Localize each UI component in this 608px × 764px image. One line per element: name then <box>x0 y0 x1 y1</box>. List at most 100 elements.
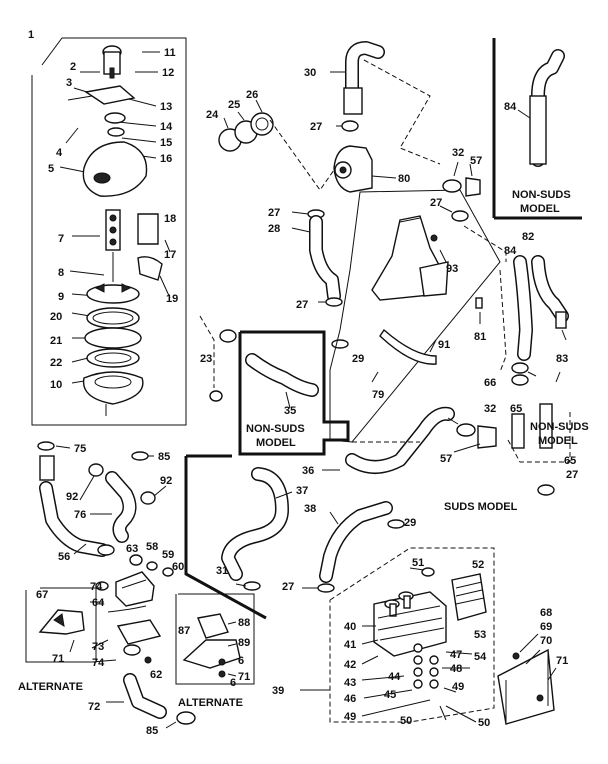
pump-assembly-frame <box>31 37 187 426</box>
part-label-39: 39 <box>272 685 284 697</box>
part-label-37: 37 <box>296 485 308 497</box>
part-label-17: 17 <box>164 249 176 261</box>
part-label-22: 22 <box>50 357 62 369</box>
part-label-49b: 49 <box>452 681 464 693</box>
part-label-72: 72 <box>88 701 100 713</box>
part-label-51: 51 <box>412 557 424 569</box>
part-label-84b: 84 <box>504 245 517 257</box>
non-suds-right-label-1: NON-SUDS <box>530 421 589 433</box>
part-label-76: 76 <box>74 509 86 521</box>
part-label-47: 47 <box>450 649 462 661</box>
part-label-2: 2 <box>70 61 76 73</box>
part-label-79: 79 <box>372 389 384 401</box>
part-label-36: 36 <box>302 465 314 477</box>
part-label-20: 20 <box>50 311 62 323</box>
non-suds-mid-label-1: NON-SUDS <box>246 423 305 435</box>
part-label-63: 63 <box>126 543 138 555</box>
part-label-88: 88 <box>238 617 250 629</box>
part-label-10: 10 <box>50 379 62 391</box>
part-label-85a: 85 <box>158 451 170 463</box>
part-label-35: 35 <box>284 405 296 417</box>
part-label-43: 43 <box>344 677 356 689</box>
valve-80 <box>333 145 373 193</box>
part-label-13: 13 <box>160 101 172 113</box>
pump-bracket-63 <box>115 571 155 607</box>
hose-84 <box>529 95 547 165</box>
part-label-67: 67 <box>36 589 48 601</box>
part-label-73: 73 <box>92 641 104 653</box>
part-label-82: 82 <box>522 231 534 243</box>
part-label-50a: 50 <box>400 715 412 727</box>
part-label-71c: 71 <box>556 655 568 667</box>
part-label-15: 15 <box>160 137 172 149</box>
part-label-12: 12 <box>162 67 174 79</box>
part-label-28: 28 <box>268 223 280 235</box>
valve-assembly-group <box>300 547 495 723</box>
part-label-27c: 27 <box>296 299 308 311</box>
part-label-91: 91 <box>438 339 450 351</box>
model-captions: NON-SUDS MODEL NON-SUDS MODEL NON-SUDS M… <box>18 189 589 709</box>
part-label-45: 45 <box>384 689 396 701</box>
part-label-71b: 71 <box>238 671 250 683</box>
ring-26 <box>250 112 274 136</box>
part-label-57b: 57 <box>440 453 452 465</box>
part-label-6b: 6 <box>238 655 244 667</box>
part-label-16: 16 <box>160 153 172 165</box>
part-label-40: 40 <box>344 621 356 633</box>
part-label-18: 18 <box>164 213 176 225</box>
hose-65-a <box>511 413 525 449</box>
part-label-42: 42 <box>344 659 356 671</box>
section-borders <box>184 441 420 620</box>
part-label-50b: 50 <box>478 717 490 729</box>
rear-bracket-group <box>497 633 557 725</box>
part-label-74a: 74 <box>90 581 103 593</box>
solenoid-52 <box>451 573 487 621</box>
impeller <box>86 284 140 304</box>
part-label-54: 54 <box>474 651 487 663</box>
part-label-23: 23 <box>200 353 212 365</box>
part-label-81: 81 <box>474 331 486 343</box>
upper-hose-group <box>218 41 441 349</box>
bracket-73 <box>116 619 162 645</box>
part-label-56: 56 <box>58 551 70 563</box>
part-label-27e: 27 <box>566 469 578 481</box>
part-label-21: 21 <box>50 335 62 347</box>
part-label-9: 9 <box>58 291 64 303</box>
part-label-69: 69 <box>540 621 552 633</box>
part-label-52: 52 <box>472 559 484 571</box>
part-label-62: 62 <box>150 669 162 681</box>
part-label-25: 25 <box>228 99 240 111</box>
non-suds-right-label-2: MODEL <box>538 435 578 447</box>
pump-assembly-group <box>31 37 187 426</box>
part-label-57a: 57 <box>470 155 482 167</box>
part-label-27b: 27 <box>268 207 280 219</box>
part-label-64: 64 <box>92 597 105 609</box>
part-label-65a: 65 <box>510 403 522 415</box>
part-label-31: 31 <box>216 565 228 577</box>
part-label-60: 60 <box>172 561 184 573</box>
part-label-1: 1 <box>28 29 34 41</box>
part-label-26: 26 <box>246 89 258 101</box>
part-label-32a: 32 <box>452 147 464 159</box>
part-label-84a: 84 <box>504 101 517 113</box>
alternate-right-label: ALTERNATE <box>178 697 243 709</box>
part-label-58: 58 <box>146 541 158 553</box>
part-label-5: 5 <box>48 163 54 175</box>
part-label-27a: 27 <box>310 121 322 133</box>
part-label-49a: 49 <box>344 711 356 723</box>
part-91 <box>379 328 437 365</box>
hose-65-b <box>539 403 553 449</box>
non-suds-box-group <box>199 315 350 456</box>
part-label-38: 38 <box>304 503 316 515</box>
suds-model-label: SUDS MODEL <box>444 501 518 513</box>
hose-30-end <box>343 87 363 115</box>
part-label-53: 53 <box>474 629 486 641</box>
pump-switch-part <box>137 213 159 245</box>
part-label-6: 6 <box>230 677 236 689</box>
part-label-65b: 65 <box>564 455 576 467</box>
bracket-group <box>25 554 255 729</box>
part-label-11: 11 <box>164 47 176 59</box>
part-label-44: 44 <box>388 671 401 683</box>
part-label-70: 70 <box>540 635 552 647</box>
